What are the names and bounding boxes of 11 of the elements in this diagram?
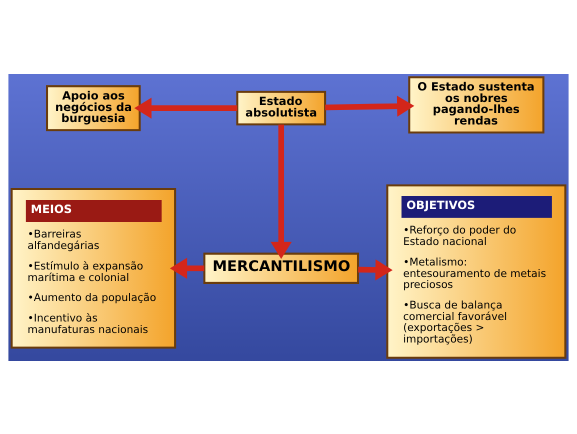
arrow	[134, 97, 238, 118]
node-box: MERCANTILISMO	[203, 252, 360, 284]
arrow	[270, 124, 292, 259]
node-box: Estado absolutista	[236, 90, 326, 125]
node-box: O Estado sustenta os nobres pagando-lhes rendas	[408, 76, 544, 134]
arrow	[170, 257, 204, 278]
node-box: Apoio aos negócios da burguesia	[46, 84, 141, 131]
node-box: OBJETIVOS •Reforço do poder do Estado nacional •Metalismo: entesouramento de metais preciosos •Busca de balança comercial favorável (exportações > importações)	[386, 184, 566, 358]
node-box: MEIOS •Barreiras alfandegárias •Estímulo à expansão marítima e colonial •Aumento da população •Incentivo às manufaturas nacionais	[10, 188, 176, 348]
arrow	[358, 258, 393, 280]
arrow	[325, 95, 414, 116]
